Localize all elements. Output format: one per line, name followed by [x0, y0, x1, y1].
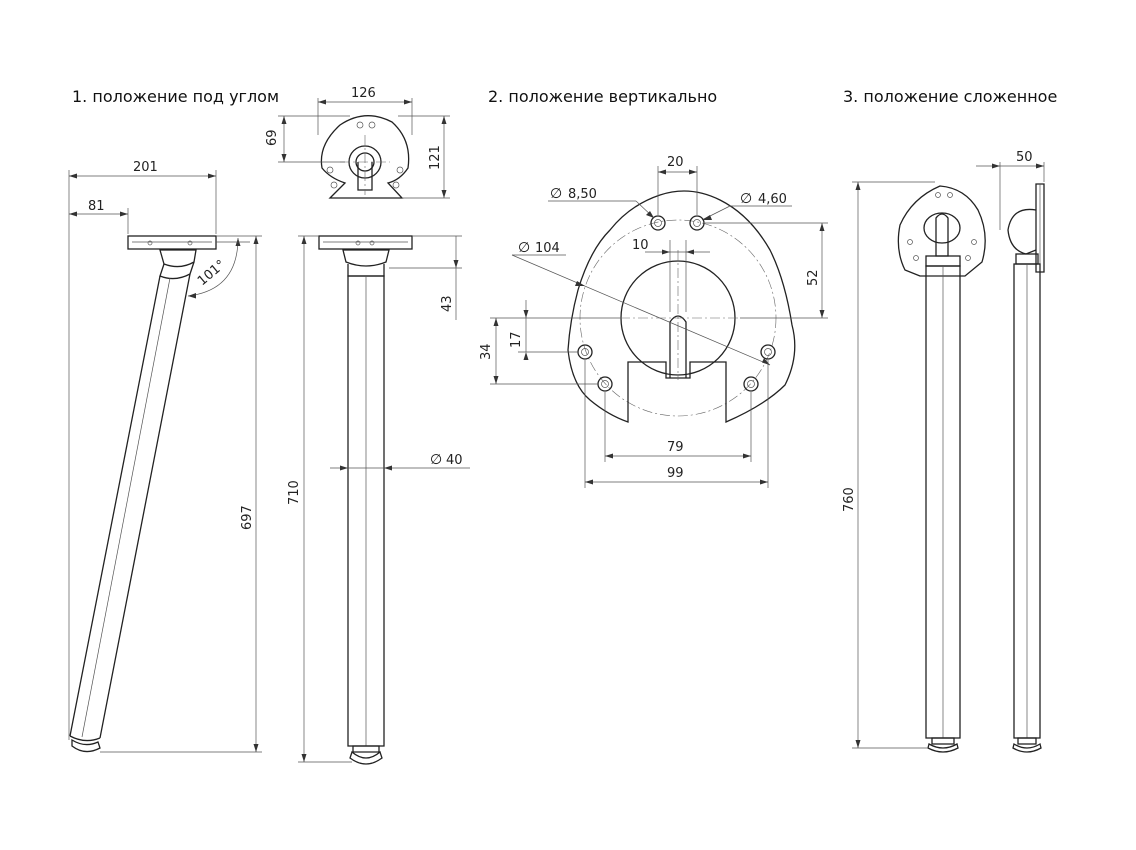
title-folded: 3. положение сложенное [843, 87, 1057, 106]
dim-hole-offset-top: 52 [806, 269, 821, 286]
dim-folded-depth: 50 [1016, 150, 1033, 165]
dim-vertical-height: 710 [287, 480, 302, 505]
dim-holes-spacing-bottom: 79 [667, 440, 684, 455]
large-plate-view: 20 ∅ 8,50 ∅ 4,60 10 ∅ 104 52 [479, 155, 828, 488]
dim-plate-base: 99 [667, 466, 684, 481]
dim-vert-17: 17 [509, 331, 524, 348]
dim-vert-34: 34 [479, 343, 494, 360]
vertical-leg: 710 43 ∅ 40 [287, 235, 470, 765]
dim-tube-diameter: 40 [446, 453, 463, 468]
dim-plate-diameter: 104 [535, 241, 560, 256]
folded-leg-side: 50 [976, 150, 1045, 753]
dim-angled-offset: 81 [88, 199, 105, 214]
dim-holes-spacing-top: 20 [667, 155, 684, 170]
title-vertical: 2. положение вертикально [488, 87, 717, 106]
diameter-symbol-104: ∅ [518, 240, 530, 256]
diameter-symbol-40: ∅ [430, 452, 442, 468]
small-plate-view: 126 69 121 [265, 86, 450, 199]
folded-leg-front: 760 [842, 181, 986, 753]
diameter-symbol-850: ∅ [550, 186, 562, 202]
dim-vertical-collar: 43 [440, 295, 455, 312]
dim-hole-small: 4,60 [758, 192, 787, 207]
dim-angle: 101° [195, 257, 229, 289]
dim-plate-height: 121 [428, 145, 443, 170]
dim-slot-width: 10 [632, 238, 649, 253]
angled-leg: 201 81 101° 697 [68, 160, 262, 753]
dim-plate-top-height: 69 [265, 129, 280, 146]
diameter-symbol-460: ∅ [740, 191, 752, 207]
title-angled: 1. положение под углом [72, 87, 279, 106]
dim-angled-width: 201 [133, 160, 158, 175]
dim-folded-height: 760 [842, 487, 857, 512]
dim-plate-width: 126 [351, 86, 376, 101]
dim-hole-big: 8,50 [568, 187, 597, 202]
dim-angled-height: 697 [240, 505, 255, 530]
